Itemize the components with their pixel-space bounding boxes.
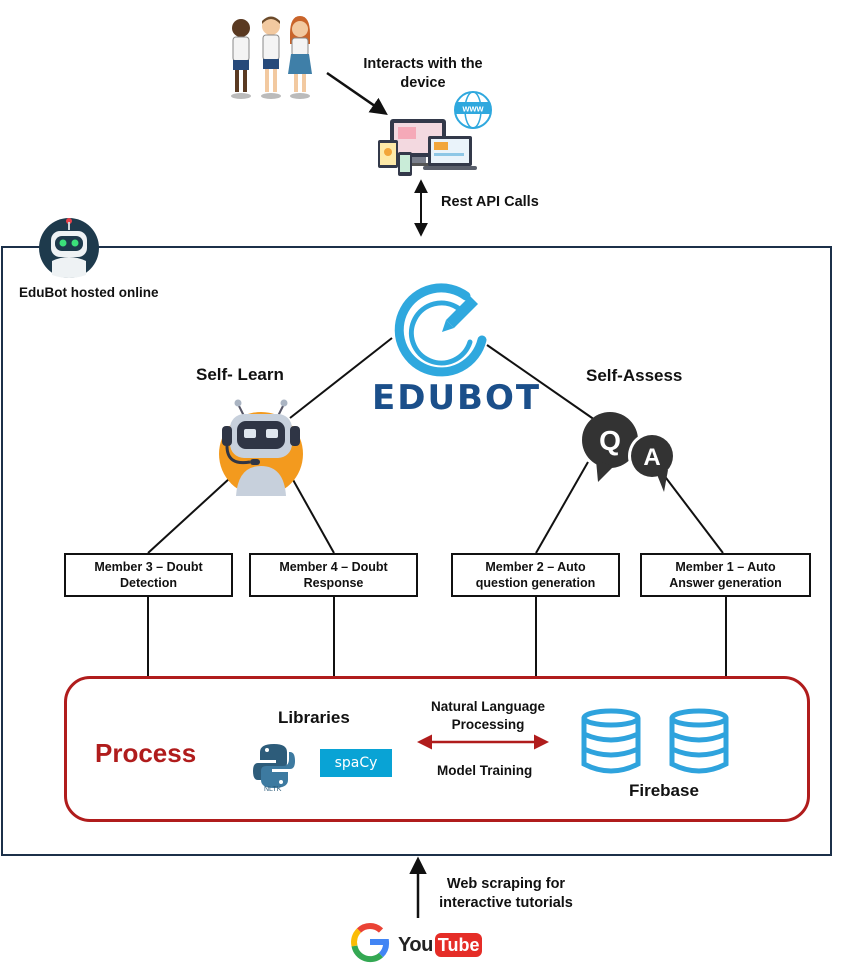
- edubot-logo-icon: [386, 282, 494, 378]
- member-4-line2: Response: [303, 576, 364, 590]
- member-4-box: Member 4 – Doubt Response: [249, 553, 418, 597]
- web-scraping-line1: Web scraping for: [446, 876, 566, 892]
- member-2-box: Member 2 – Auto question generation: [451, 553, 620, 597]
- database-icon-1: [580, 708, 642, 776]
- member-2-line1: Member 2 – Auto: [485, 560, 586, 574]
- support-robot-icon: [216, 396, 306, 496]
- rest-api-label: Rest API Calls: [441, 194, 539, 210]
- qa-bubbles-icon: Q A: [576, 410, 680, 492]
- member-3-line2: Detection: [120, 576, 177, 590]
- firebase-label: Firebase: [629, 781, 699, 800]
- edubot-robot-avatar-icon: [38, 217, 100, 279]
- nlp-label-line2: Processing: [451, 717, 525, 732]
- line-logo-to-self-learn: [289, 337, 393, 419]
- interacts-label: Interacts with the device: [348, 55, 498, 93]
- member-2-line2: question generation: [475, 576, 596, 590]
- member-1-line1: Member 1 – Auto: [675, 560, 776, 574]
- youtube-logo: You Tube: [398, 930, 483, 960]
- edubot-logo-text: EDUBOT: [372, 378, 542, 418]
- devices-icon: [376, 116, 478, 180]
- self-learn-label: Self- Learn: [196, 365, 284, 384]
- spacy-label: spaCy: [334, 755, 378, 771]
- member-3-line1: Member 3 – Doubt: [94, 560, 203, 574]
- arrow-students-to-device: [326, 71, 388, 115]
- member-4-line1: Member 4 – Doubt: [279, 560, 388, 574]
- line-robot-to-member4: [291, 477, 335, 554]
- qa-a-letter: A: [643, 444, 660, 471]
- students-icon: [224, 14, 319, 100]
- google-logo-icon: [348, 920, 392, 964]
- member-1-line2: Answer generation: [669, 576, 782, 590]
- youtube-tube-badge: Tube: [434, 933, 483, 957]
- www-globe-icon: www: [452, 90, 494, 130]
- self-assess-label: Self-Assess: [586, 366, 683, 385]
- model-training-label: Model Training: [437, 763, 533, 778]
- qa-q-letter: Q: [599, 425, 621, 456]
- nlp-label: Natural Language Processing: [414, 698, 562, 734]
- line-qa-to-member1: [659, 469, 724, 554]
- nlp-label-line1: Natural Language: [430, 699, 546, 714]
- www-text: www: [461, 104, 484, 114]
- line-qa-to-member2: [535, 461, 589, 554]
- edubot-hosted-label: EduBot hosted online: [19, 285, 159, 300]
- libraries-label: Libraries: [278, 708, 350, 727]
- nltk-label: NLTK: [264, 786, 282, 793]
- web-scraping-line2: interactive tutorials: [439, 895, 573, 911]
- youtube-you-text: You: [398, 933, 433, 956]
- database-icon-2: [668, 708, 730, 776]
- process-title: Process: [95, 738, 197, 768]
- spacy-logo: spaCy: [320, 749, 392, 777]
- process-box: [64, 676, 810, 822]
- interacts-label-line2: device: [400, 75, 446, 91]
- python-nltk-icon: NLTK: [252, 742, 296, 794]
- line-robot-to-member3: [147, 477, 231, 554]
- edubot-hosted-frame: [1, 246, 832, 856]
- member-1-box: Member 1 – Auto Answer generation: [640, 553, 811, 597]
- interacts-label-line1: Interacts with the: [363, 56, 483, 72]
- member-3-box: Member 3 – Doubt Detection: [64, 553, 233, 597]
- line-logo-to-self-assess: [486, 344, 596, 421]
- web-scraping-label: Web scraping for interactive tutorials: [428, 875, 584, 913]
